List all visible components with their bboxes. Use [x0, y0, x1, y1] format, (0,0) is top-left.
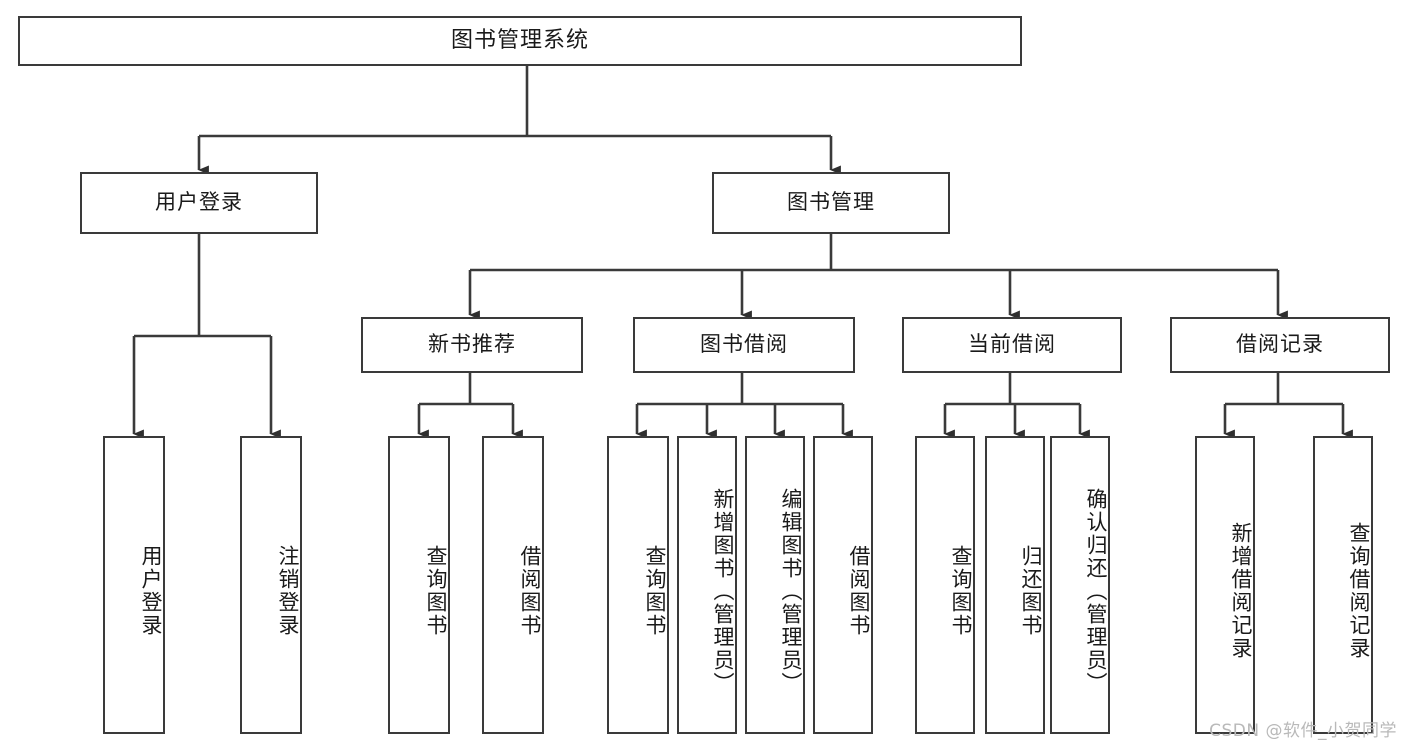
node-label: 借阅图书 — [847, 545, 871, 637]
node-label: 查询图书 — [949, 545, 973, 637]
leaf-edit-book-admin[interactable]: 编辑图书（管理员） — [745, 436, 805, 734]
node-label: 编辑图书（管理员） — [779, 487, 803, 695]
leaf-query-books-current[interactable]: 查询图书 — [915, 436, 975, 734]
node-label: 图书管理系统 — [450, 27, 589, 53]
node-label: 注销登录 — [276, 545, 300, 637]
leaf-borrow-books-recommend[interactable]: 借阅图书 — [482, 436, 544, 734]
leaf-query-borrow-record[interactable]: 查询借阅记录 — [1313, 436, 1373, 734]
leaf-logout-login[interactable]: 注销登录 — [240, 436, 302, 734]
leaf-user-login[interactable]: 用户登录 — [103, 436, 165, 734]
leaf-borrow-book[interactable]: 借阅图书 — [813, 436, 873, 734]
node-label: 借阅图书 — [518, 545, 542, 637]
watermark-text: CSDN @软件_小贺同学 — [1209, 721, 1397, 741]
node-label: 用户登录 — [155, 190, 243, 215]
node-label: 确认归还（管理员） — [1084, 487, 1108, 695]
node-label: 新增图书（管理员） — [711, 487, 735, 695]
node-label: 借阅记录 — [1236, 332, 1324, 357]
node-label: 图书借阅 — [700, 332, 788, 357]
node-label: 查询图书 — [643, 545, 667, 637]
node-book-management[interactable]: 图书管理 — [712, 172, 950, 234]
leaf-query-books-recommend[interactable]: 查询图书 — [388, 436, 450, 734]
node-book-borrow[interactable]: 图书借阅 — [633, 317, 855, 373]
node-label: 查询图书 — [424, 545, 448, 637]
node-label: 图书管理 — [787, 190, 875, 215]
leaf-confirm-return-admin[interactable]: 确认归还（管理员） — [1050, 436, 1110, 734]
leaf-add-book-admin[interactable]: 新增图书（管理员） — [677, 436, 737, 734]
node-root-book-management-system[interactable]: 图书管理系统 — [18, 16, 1022, 66]
node-user-login[interactable]: 用户登录 — [80, 172, 318, 234]
node-label: 新增借阅记录 — [1229, 522, 1253, 660]
node-label: 新书推荐 — [428, 332, 516, 357]
node-current-borrow[interactable]: 当前借阅 — [902, 317, 1122, 373]
leaf-add-borrow-record[interactable]: 新增借阅记录 — [1195, 436, 1255, 734]
node-label: 查询借阅记录 — [1347, 522, 1371, 660]
leaf-return-book[interactable]: 归还图书 — [985, 436, 1045, 734]
leaf-query-books-borrow[interactable]: 查询图书 — [607, 436, 669, 734]
node-label: 用户登录 — [139, 545, 163, 637]
node-borrow-records[interactable]: 借阅记录 — [1170, 317, 1390, 373]
node-label: 归还图书 — [1019, 545, 1043, 637]
node-label: 当前借阅 — [968, 332, 1056, 357]
node-new-book-recommend[interactable]: 新书推荐 — [361, 317, 583, 373]
